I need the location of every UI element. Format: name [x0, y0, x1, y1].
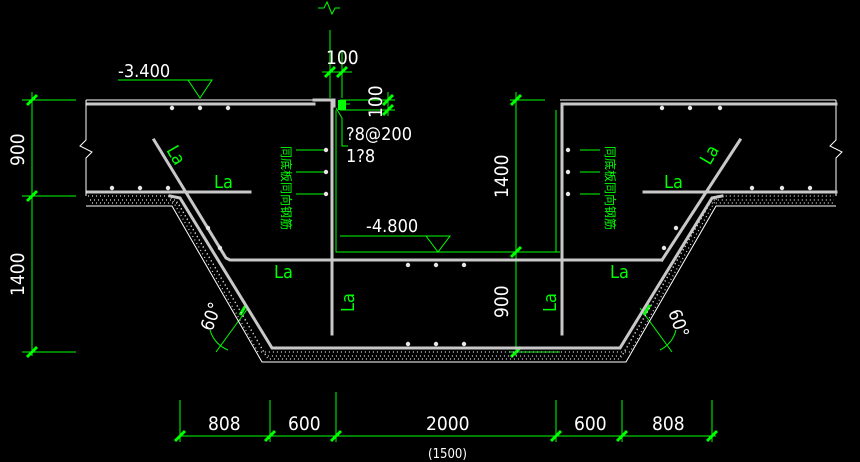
- la-label-5: La: [162, 142, 190, 169]
- rebar-dots: [109, 105, 813, 347]
- la-label-7: La: [338, 293, 359, 312]
- la-label-1: La: [214, 172, 233, 193]
- angle-label-left: 60°: [197, 300, 227, 334]
- left-dim-lower: 1400: [7, 253, 29, 297]
- bottom-dim-4: 600: [574, 413, 607, 435]
- bottom-dim-2: 600: [288, 413, 321, 435]
- top-dim-vertical: 100: [365, 85, 387, 118]
- top-level-label: -3.400: [118, 61, 170, 82]
- mid-dim-lower: 900: [491, 285, 513, 318]
- bottom-dim-5: 808: [652, 413, 685, 435]
- la-label-8: La: [540, 293, 561, 312]
- vertical-note-left: 同底板同向钢筋: [279, 146, 294, 230]
- vertical-note-right: 同底板同向钢筋: [603, 146, 618, 230]
- angle-label-right: 60°: [663, 307, 693, 341]
- rebar-sub-label: 1?8: [346, 146, 375, 167]
- corner-bar-marker: [338, 100, 346, 110]
- left-dim-upper: 900: [7, 133, 29, 166]
- pit-level-label: -4.800: [366, 216, 418, 237]
- bottom-note: (1500): [428, 447, 467, 462]
- top-dim-horizontal: 100: [326, 47, 359, 69]
- la-label-3: La: [274, 262, 293, 283]
- blinding-layer: [88, 195, 834, 360]
- la-label-4: La: [610, 262, 629, 283]
- mid-dim-upper: 1400: [491, 155, 513, 199]
- la-label-2: La: [664, 172, 683, 193]
- bottom-dim-1: 808: [208, 413, 241, 435]
- bottom-dim-3: 2000: [426, 413, 470, 435]
- dimension-ticks: [25, 65, 719, 443]
- rebar-main-label: ?8@200: [346, 124, 412, 145]
- concrete-outline: [79, 99, 843, 363]
- la-label-6: La: [696, 142, 724, 169]
- rebars: [86, 98, 838, 350]
